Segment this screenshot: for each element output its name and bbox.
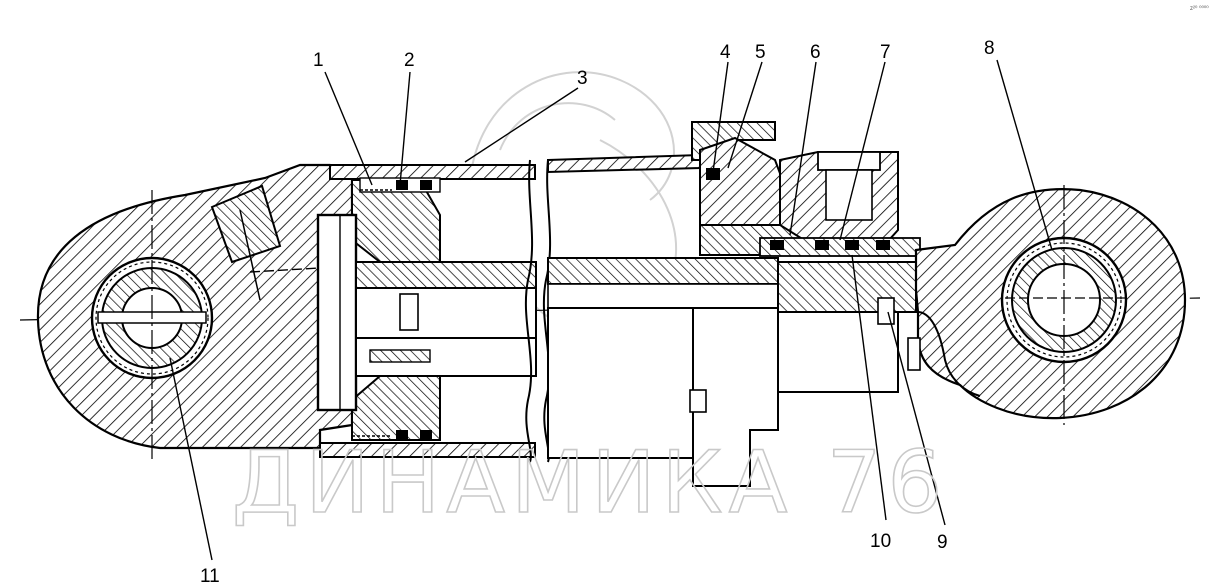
callout-6: 6	[810, 42, 821, 63]
callout-4: 4	[720, 42, 731, 63]
callout-5: 5	[755, 42, 766, 63]
cylinder-barrel-left	[316, 164, 536, 458]
callout-2: 2	[404, 50, 415, 71]
corner-mark: z²⁰ ⁰⁰⁰⁰	[1190, 5, 1209, 12]
callout-7: 7	[880, 42, 891, 63]
callout-labels: 1 2 3 4 5 6 7 8 9 10 11	[200, 38, 995, 586]
left-eye-bushing	[90, 190, 214, 460]
callout-3: 3	[577, 68, 588, 89]
callout-8: 8	[984, 38, 995, 59]
callout-9: 9	[937, 532, 948, 553]
piston-rod-left	[355, 261, 537, 377]
callout-11: 11	[200, 566, 220, 586]
callout-1: 1	[313, 50, 324, 71]
section-break-lines	[524, 159, 552, 463]
callout-10: 10	[870, 531, 891, 552]
cylinder-barrel-right	[547, 153, 779, 487]
watermark-text: ДИНАМИКА 76	[232, 433, 948, 533]
right-eye-bushing	[1000, 185, 1128, 425]
callout-leader-lines	[169, 59, 1053, 561]
